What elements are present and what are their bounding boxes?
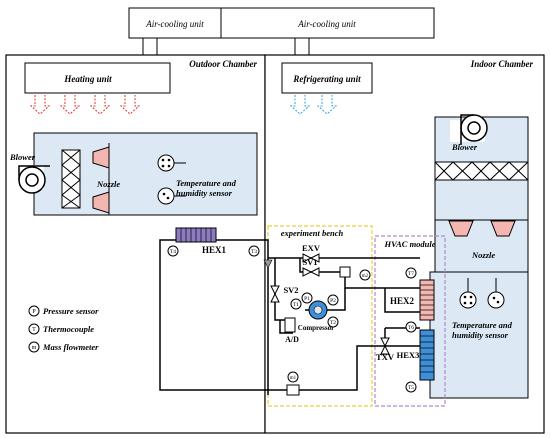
m2-label: m2 bbox=[362, 274, 369, 279]
outdoor-air-handler: Blower Nozzle Temperature and humidity s… bbox=[9, 132, 258, 216]
svg-text:T5: T5 bbox=[408, 385, 414, 391]
indoor-mixer bbox=[434, 161, 529, 181]
flowmeter-m1: m1 bbox=[286, 371, 300, 396]
exv-valve: EXV bbox=[302, 243, 321, 263]
hex2: HEX2 bbox=[390, 279, 435, 321]
compressor: Compressor bbox=[298, 300, 334, 332]
hex2-label: HEX2 bbox=[390, 296, 415, 306]
exv-label: EXV bbox=[302, 243, 321, 253]
sensor-t7: T7 bbox=[405, 267, 417, 279]
outdoor-th-sensor-label-1: Temperature and bbox=[176, 178, 237, 188]
heating-unit: Heating unit bbox=[24, 62, 171, 115]
refrigerating-unit: Refrigerating unit bbox=[281, 62, 373, 115]
hvac-module-label: HVAC module bbox=[383, 239, 435, 249]
indoor-th-sensor-label-1: Temperature and bbox=[452, 320, 513, 330]
svg-text:T3: T3 bbox=[251, 249, 257, 255]
hex3-label: HEX3 bbox=[397, 350, 420, 360]
cool-arrows bbox=[289, 95, 338, 115]
legend-flowmeter: m Mass flowmeter bbox=[28, 341, 99, 353]
indoor-th-sensor-label-2: humidity sensor bbox=[452, 330, 509, 340]
txv-valve: TXV bbox=[376, 337, 395, 362]
hvac-module-box: HVAC module bbox=[374, 235, 446, 407]
svg-text:P: P bbox=[32, 309, 36, 315]
sensor-p2: P2 bbox=[327, 294, 339, 306]
sv2-valve: SV2 bbox=[270, 285, 299, 303]
indoor-chamber-label: Indoor Chamber bbox=[470, 59, 534, 69]
hex1: HEX1 bbox=[175, 227, 227, 255]
svg-text:T2: T2 bbox=[330, 320, 336, 326]
svg-text:T7: T7 bbox=[408, 271, 414, 277]
air-cooling-right-label: Air-cooling unit bbox=[297, 19, 356, 29]
svg-text:T4: T4 bbox=[170, 249, 176, 255]
svg-text:T6: T6 bbox=[408, 325, 414, 331]
heat-arrows bbox=[29, 95, 141, 115]
outdoor-nozzle-label: Nozzle bbox=[96, 179, 120, 189]
sv1-label: SV1 bbox=[302, 257, 317, 267]
sensor-t4: T4 bbox=[167, 245, 179, 257]
legend: P Pressure sensor T Thermocouple m Mass … bbox=[28, 305, 99, 353]
outdoor-chamber: Outdoor Chamber bbox=[5, 54, 266, 434]
ad-label: A/D bbox=[285, 335, 299, 344]
indoor-air-handler: Blower Nozzle Temperature and humidity s… bbox=[429, 114, 529, 399]
sensor-t5: T5 bbox=[405, 381, 417, 393]
txv-label: TXV bbox=[376, 352, 395, 362]
refrigerating-unit-label: Refrigerating unit bbox=[292, 74, 361, 84]
indoor-nozzle-icon bbox=[448, 220, 516, 237]
sight-glass-icon bbox=[263, 259, 273, 269]
sv2-label: SV2 bbox=[283, 285, 298, 295]
outdoor-blower-icon bbox=[14, 165, 50, 194]
flowmeter-m2: m2 bbox=[339, 266, 371, 281]
indoor-blower-label: Blower bbox=[451, 142, 478, 152]
svg-text:Pressure sensor: Pressure sensor bbox=[43, 306, 99, 316]
indoor-nozzle-label: Nozzle bbox=[471, 250, 495, 260]
outdoor-th-sensor-icon bbox=[157, 154, 186, 205]
indoor-th-sensor-icon bbox=[459, 278, 505, 309]
svg-text:T1: T1 bbox=[293, 302, 299, 308]
air-cooling-unit-right: Air-cooling unit bbox=[220, 7, 435, 39]
svg-text:T: T bbox=[32, 327, 36, 333]
sensor-t2: T2 bbox=[327, 316, 339, 328]
legend-pressure: P Pressure sensor bbox=[28, 305, 99, 317]
outdoor-mixer bbox=[61, 149, 81, 209]
heating-unit-label: Heating unit bbox=[63, 74, 112, 84]
svg-text:Thermocouple: Thermocouple bbox=[43, 324, 94, 334]
compressor-label: Compressor bbox=[298, 324, 334, 332]
svg-text:P2: P2 bbox=[330, 298, 336, 304]
hex1-label: HEX1 bbox=[202, 245, 227, 255]
sv1-valve: SV1 bbox=[302, 257, 320, 277]
sensor-p1: P1 bbox=[301, 292, 313, 304]
svg-text:m: m bbox=[32, 345, 37, 351]
svg-text:Mass flowmeter: Mass flowmeter bbox=[42, 342, 99, 352]
outdoor-chamber-label: Outdoor Chamber bbox=[189, 59, 257, 69]
outdoor-blower-label: Blower bbox=[9, 152, 36, 162]
svg-text:P1: P1 bbox=[304, 296, 310, 302]
sensor-t6: T6 bbox=[405, 321, 417, 333]
hex3: HEX3 bbox=[397, 329, 435, 381]
air-cooling-left-label: Air-cooling unit bbox=[145, 19, 204, 29]
sensor-t1: T1 bbox=[290, 298, 302, 310]
experiment-bench-label: experiment bench bbox=[281, 228, 344, 238]
indoor-blower-icon bbox=[450, 114, 488, 145]
air-cooling-unit-left: Air-cooling unit bbox=[128, 7, 222, 39]
ad-converter: A/D bbox=[284, 317, 299, 344]
outdoor-th-sensor-label-2: humidity sensor bbox=[176, 188, 233, 198]
m1-label: m1 bbox=[290, 376, 297, 381]
sensor-t3: T3 bbox=[248, 245, 260, 257]
legend-thermocouple: T Thermocouple bbox=[28, 323, 94, 335]
